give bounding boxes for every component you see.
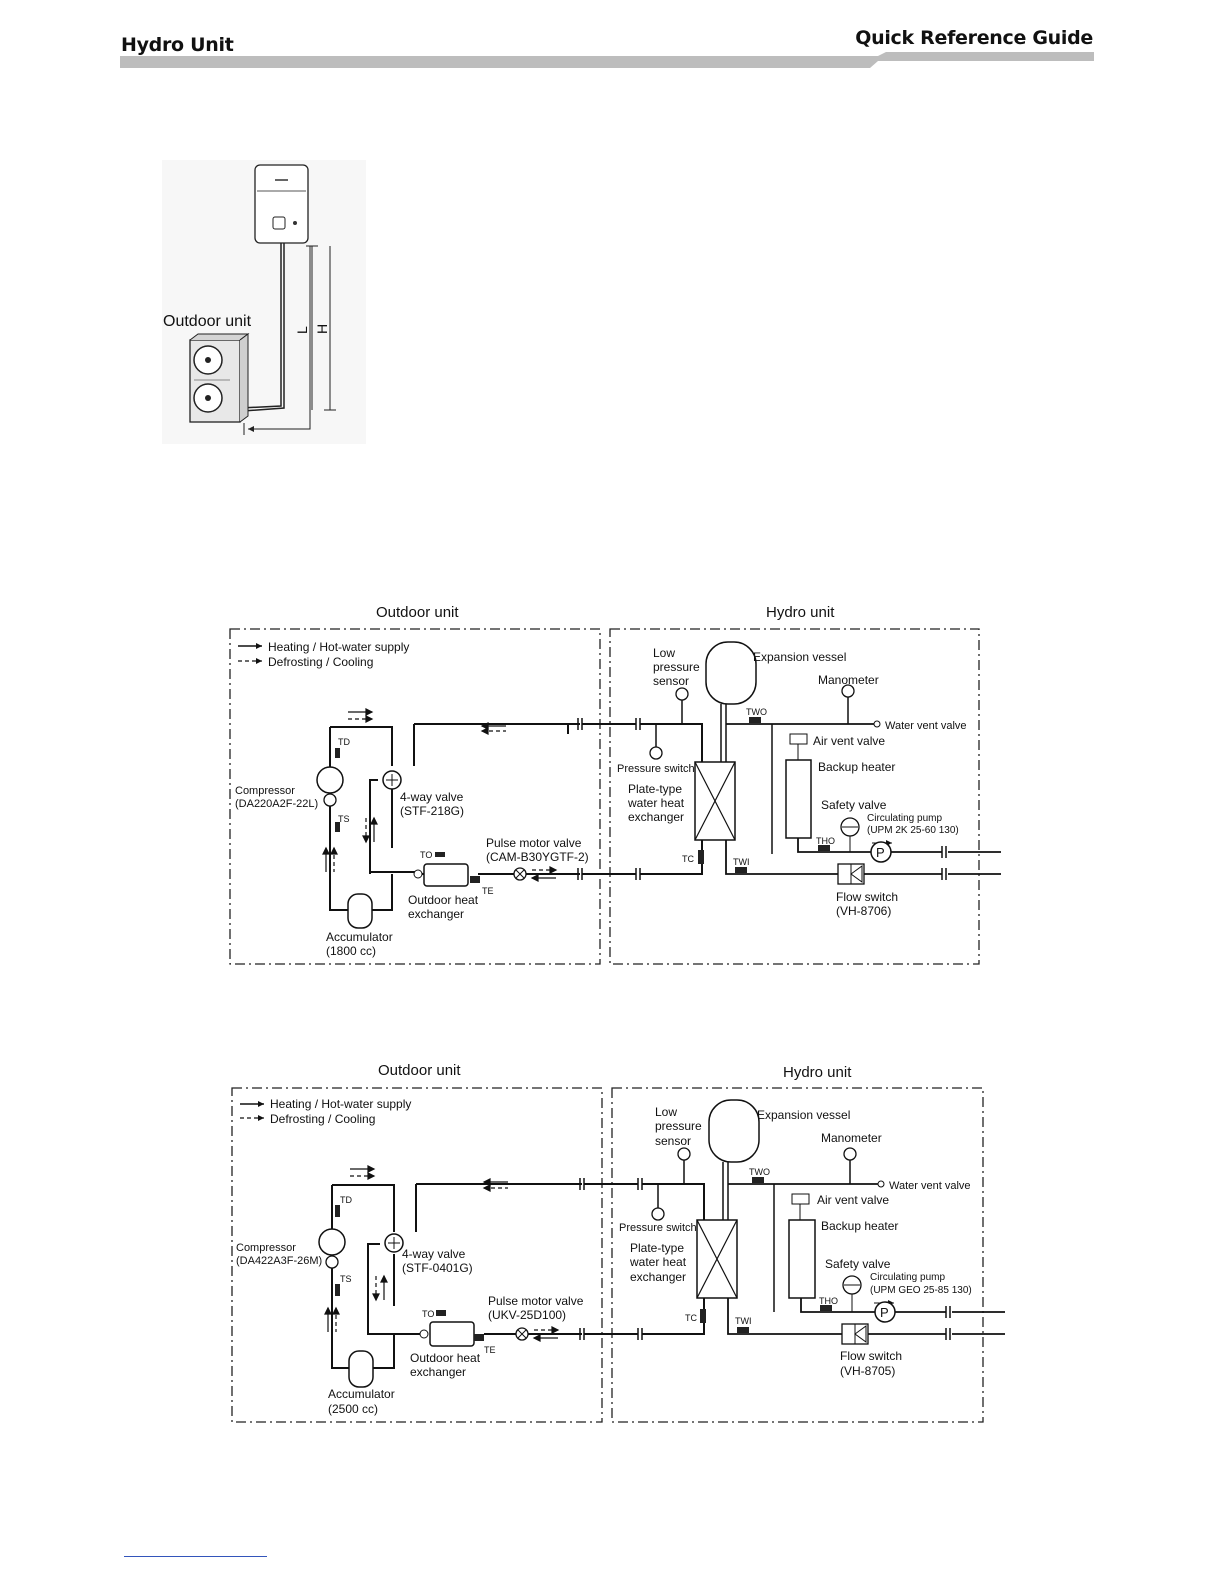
sensor-to: TO	[420, 850, 432, 860]
pmv-model: (UKV-25D100)	[488, 1308, 566, 1322]
low-pressure-sensor-1: Low	[653, 646, 675, 660]
low-pressure-sensor-1: Low	[655, 1105, 677, 1119]
hydro-unit-title: Hydro unit	[766, 604, 835, 621]
low-pressure-sensor-2: pressure	[655, 1119, 702, 1133]
header-rule	[120, 52, 1094, 68]
hydro-unit-title: Hydro unit	[783, 1064, 852, 1081]
plate-hex-2: water heat	[627, 796, 685, 810]
outdoor-unit-icon	[189, 333, 250, 423]
pump-model: (UPM 2K 25-60 130)	[867, 825, 959, 836]
air-vent-valve-label: Air vent valve	[817, 1193, 889, 1207]
pump-symbol: P	[880, 1305, 889, 1320]
manometer-label: Manometer	[821, 1131, 882, 1145]
four-way-valve-model: (STF-218G)	[400, 804, 464, 818]
header-title-right: Quick Reference Guide	[855, 27, 1093, 49]
outdoor-unit-title: Outdoor unit	[376, 604, 459, 621]
pump-label: Circulating pump	[870, 1272, 945, 1283]
flow-switch-model: (VH-8705)	[840, 1364, 895, 1378]
legend-heating: Heating / Hot-water supply	[268, 640, 409, 654]
pmv-label: Pulse motor valve	[488, 1294, 584, 1308]
sensor-two: TWO	[749, 1167, 770, 1177]
header-title-left: Hydro Unit	[121, 34, 234, 56]
plate-hex-3: exchanger	[630, 1270, 686, 1284]
sensor-twi: TWI	[735, 1316, 752, 1326]
sensor-twi: TWI	[733, 857, 750, 867]
footer-link-underline	[124, 1556, 267, 1557]
sensor-tc: TC	[682, 854, 694, 864]
expansion-vessel-label: Expansion vessel	[757, 1108, 850, 1122]
hydro-unit-icon	[254, 164, 309, 244]
safety-valve-label: Safety valve	[825, 1257, 891, 1271]
expansion-vessel-label: Expansion vessel	[753, 650, 846, 664]
dimension-L: L	[294, 326, 310, 334]
plate-hex-1: Plate-type	[628, 782, 682, 796]
water-vent-valve-label: Water vent valve	[889, 1180, 971, 1192]
low-pressure-sensor-2: pressure	[653, 660, 700, 674]
sensor-te: TE	[482, 886, 494, 896]
pressure-switch-label: Pressure switch	[619, 1222, 697, 1234]
compressor-label: Compressor	[236, 1242, 296, 1254]
accumulator-capacity: (1800 cc)	[326, 944, 376, 958]
manometer-label: Manometer	[818, 673, 879, 687]
dimension-H: H	[314, 324, 330, 334]
low-pressure-sensor-3: sensor	[655, 1134, 691, 1148]
plate-hex-3: exchanger	[628, 810, 684, 824]
outdoor-hex-label-2: exchanger	[410, 1365, 466, 1379]
legend-heating: Heating / Hot-water supply	[270, 1097, 411, 1111]
compressor-model: (DA422A3F-26M)	[236, 1255, 322, 1267]
pump-symbol: P	[876, 845, 885, 860]
sensor-tho: THO	[819, 1296, 838, 1306]
sensor-two: TWO	[746, 707, 767, 717]
low-pressure-sensor-3: sensor	[653, 674, 689, 688]
pmv-model: (CAM-B30YGTF-2)	[486, 850, 589, 864]
outdoor-hex-label: Outdoor heat	[410, 1351, 481, 1365]
plate-hex-2: water heat	[629, 1255, 687, 1269]
installation-figure: L H Outdoor unit	[162, 160, 366, 444]
refrigerant-cycle-diagram-2: Outdoor unit Hydro unit Heating / Hot-wa…	[231, 1062, 1005, 1423]
diagram-2-content: Outdoor unit Hydro unit Heating / Hot-wa…	[231, 1062, 1005, 1423]
four-way-valve-label: 4-way valve	[400, 790, 464, 804]
water-vent-valve-label: Water vent valve	[885, 720, 967, 732]
sensor-tho: THO	[816, 836, 835, 846]
safety-valve-label: Safety valve	[821, 798, 887, 812]
accumulator-label: Accumulator	[326, 930, 393, 944]
pump-label: Circulating pump	[867, 813, 942, 824]
air-vent-valve-label: Air vent valve	[813, 734, 885, 748]
sensor-td: TD	[338, 737, 350, 747]
flow-switch-model: (VH-8706)	[836, 904, 891, 918]
legend-defrosting: Defrosting / Cooling	[268, 655, 373, 669]
four-way-valve-label: 4-way valve	[402, 1247, 466, 1261]
diagram-1-content: Outdoor unit Hydro unit Heating / Hot-wa…	[229, 604, 1001, 965]
outdoor-unit-label: Outdoor unit	[163, 313, 252, 330]
flow-arrows	[322, 708, 558, 882]
sensor-tc: TC	[685, 1313, 697, 1323]
outdoor-unit-title: Outdoor unit	[378, 1062, 461, 1079]
compressor-model: (DA220A2F-22L)	[235, 798, 318, 810]
flow-switch-label: Flow switch	[836, 890, 898, 904]
pressure-switch-label: Pressure switch	[617, 763, 695, 775]
sensor-to: TO	[422, 1309, 434, 1319]
four-way-valve-model: (STF-0401G)	[402, 1261, 473, 1275]
accumulator-capacity: (2500 cc)	[328, 1402, 378, 1416]
sensor-ts: TS	[338, 814, 350, 824]
outdoor-hex-label-2: exchanger	[408, 907, 464, 921]
sensor-td: TD	[340, 1195, 352, 1205]
accumulator-label: Accumulator	[328, 1387, 395, 1401]
pmv-label: Pulse motor valve	[486, 836, 582, 850]
backup-heater-label: Backup heater	[821, 1219, 898, 1233]
plate-hex-1: Plate-type	[630, 1241, 684, 1255]
pump-model: (UPM GEO 25-85 130)	[870, 1285, 972, 1296]
sensor-te: TE	[484, 1345, 496, 1355]
backup-heater-label: Backup heater	[818, 760, 895, 774]
outdoor-hex-label: Outdoor heat	[408, 893, 479, 907]
legend-defrosting: Defrosting / Cooling	[270, 1112, 375, 1126]
refrigerant-cycle-diagram-1: Outdoor unit Hydro unit Heating / Hot-wa…	[229, 604, 1001, 965]
flow-switch-label: Flow switch	[840, 1349, 902, 1363]
sensor-ts: TS	[340, 1274, 352, 1284]
compressor-label: Compressor	[235, 785, 295, 797]
